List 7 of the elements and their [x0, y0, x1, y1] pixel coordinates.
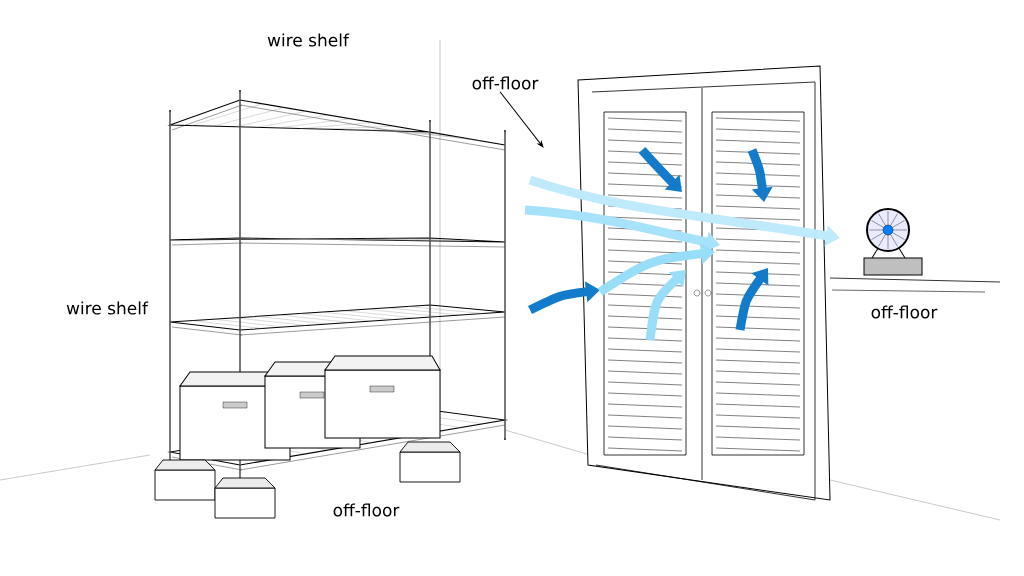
label-text: wire shelf [267, 33, 350, 47]
callout-text: off-floor [472, 76, 539, 90]
label-text: wire shelf [66, 301, 149, 315]
leader-line [499, 91, 544, 148]
label-text: off-floor [333, 503, 400, 517]
label-text: off-floor [871, 305, 938, 319]
louvered-door-drawing [577, 65, 831, 501]
